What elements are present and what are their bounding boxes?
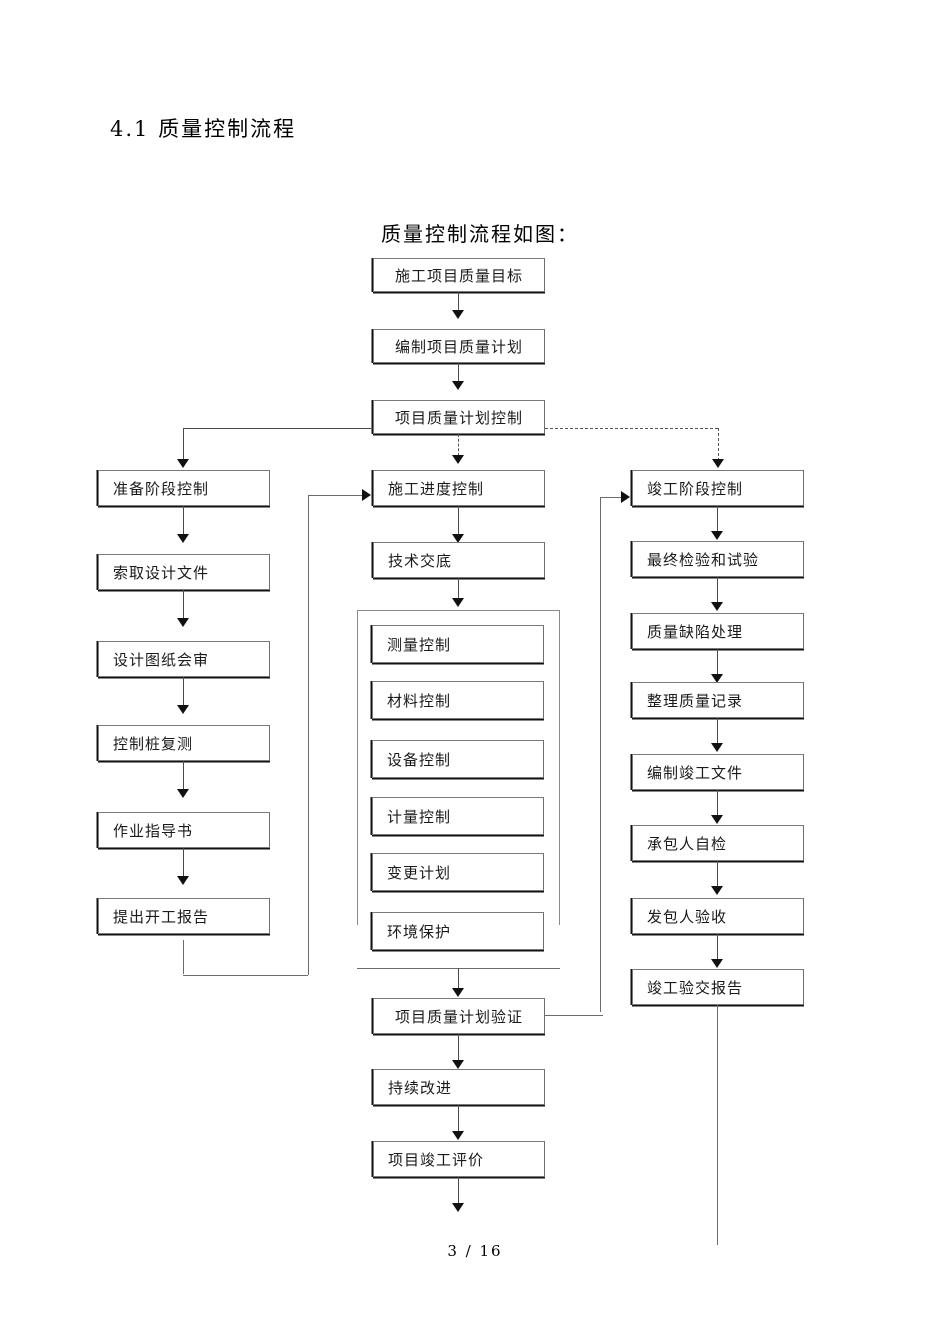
arrow-branch-right xyxy=(712,459,724,468)
connector-right-3 xyxy=(717,649,718,676)
arrow-middle-tail-2 xyxy=(452,1131,464,1140)
connector-right-feedback-h xyxy=(600,497,622,498)
arrow-middle-tail-1 xyxy=(452,1060,464,1069)
flow-box-right-step-7[interactable]: 竣工验交报告 xyxy=(632,969,804,1005)
flow-box-right-step-6[interactable]: 发包人验收 xyxy=(632,898,804,934)
connector-group-out-v xyxy=(458,968,459,990)
page-number: 3 / 16 xyxy=(447,1242,503,1260)
connector-right-1 xyxy=(717,506,718,533)
connector-goal-plan xyxy=(458,292,459,311)
connector-middle-tail-3 xyxy=(458,1177,459,1205)
connector-plan-control xyxy=(458,363,459,382)
arrow-right-5 xyxy=(711,815,723,824)
connector-branch-right-v xyxy=(718,428,719,461)
connector-left-1 xyxy=(183,506,184,536)
connector-middle-1 xyxy=(458,506,459,536)
arrow-right-7 xyxy=(711,959,723,968)
arrow-left-2 xyxy=(177,618,189,627)
flow-box-right-step-5[interactable]: 承包人自检 xyxy=(632,825,804,861)
connector-verify-side-stub xyxy=(545,1015,603,1016)
connector-right-2 xyxy=(717,577,718,604)
arrow-middle-feedback xyxy=(362,489,371,501)
arrow-left-5 xyxy=(177,876,189,885)
connector-left-2 xyxy=(183,590,184,620)
flow-box-plan[interactable]: 编制项目质量计划 xyxy=(373,329,545,363)
arrow-left-3 xyxy=(177,705,189,714)
section-heading: 4.1 质量控制流程 xyxy=(110,117,297,141)
connector-left-4 xyxy=(183,761,184,791)
connector-middle-feedback-v xyxy=(308,495,309,975)
arrow-right-2 xyxy=(711,602,723,611)
flow-box-goal[interactable]: 施工项目质量目标 xyxy=(373,258,545,292)
flow-box-plan-control[interactable]: 项目质量计划控制 xyxy=(373,400,545,434)
flow-box-left-header[interactable]: 准备阶段控制 xyxy=(98,470,270,506)
flow-box-group-item-1[interactable]: 测量控制 xyxy=(372,625,544,663)
flow-box-middle-tail-3[interactable]: 项目竣工评价 xyxy=(373,1141,545,1177)
arrow-right-1 xyxy=(711,531,723,540)
arrow-middle-tail-3 xyxy=(452,1203,464,1212)
flow-box-left-step-4[interactable]: 作业指导书 xyxy=(98,812,270,848)
flow-box-right-step-3[interactable]: 整理质量记录 xyxy=(632,682,804,718)
arrow-right-6 xyxy=(711,886,723,895)
flow-box-left-step-5[interactable]: 提出开工报告 xyxy=(98,898,270,934)
flow-box-group-item-3[interactable]: 设备控制 xyxy=(372,740,544,778)
flow-box-right-step-4[interactable]: 编制竣工文件 xyxy=(632,754,804,790)
arrow-left-1 xyxy=(177,534,189,543)
flow-box-group-item-2[interactable]: 材料控制 xyxy=(372,681,544,719)
flow-box-right-step-2[interactable]: 质量缺陷处理 xyxy=(632,613,804,649)
figure-caption: 质量控制流程如图： xyxy=(381,222,579,246)
arrow-right-4 xyxy=(711,743,723,752)
connector-branch-right-h xyxy=(545,428,718,429)
flow-box-right-header[interactable]: 竣工阶段控制 xyxy=(632,470,804,506)
arrow-plan-control xyxy=(452,381,464,390)
connector-right-6 xyxy=(717,861,718,888)
connector-left-3 xyxy=(183,677,184,707)
flow-box-group-item-4[interactable]: 计量控制 xyxy=(372,797,544,835)
flow-box-group-item-6[interactable]: 环境保护 xyxy=(372,912,544,950)
connector-right-tail-descender xyxy=(717,1005,718,1245)
arrow-right-3 xyxy=(711,674,723,683)
flow-box-middle-tail-2[interactable]: 持续改进 xyxy=(373,1069,545,1105)
arrow-branch-left xyxy=(177,459,189,468)
connector-middle-feedback-h xyxy=(308,495,364,496)
connector-right-4 xyxy=(717,718,718,745)
arrow-group-out xyxy=(452,988,464,997)
arrow-middle-2 xyxy=(452,598,464,607)
connector-branch-middle-v xyxy=(458,434,459,456)
connector-left-feedback-h xyxy=(183,975,308,976)
flow-box-right-step-1[interactable]: 最终检验和试验 xyxy=(632,541,804,577)
arrow-middle-1 xyxy=(452,534,464,543)
connector-middle-tail-1 xyxy=(458,1034,459,1062)
arrow-goal-plan xyxy=(452,310,464,319)
arrow-left-4 xyxy=(177,789,189,798)
flow-box-left-step-3[interactable]: 控制桩复测 xyxy=(98,725,270,761)
flow-box-group-item-5[interactable]: 变更计划 xyxy=(372,853,544,891)
connector-middle-2 xyxy=(458,578,459,600)
connector-right-7 xyxy=(717,934,718,961)
connector-branch-left-h xyxy=(183,428,373,429)
flow-box-middle-step-1[interactable]: 技术交底 xyxy=(373,542,545,578)
arrow-branch-middle xyxy=(452,455,464,464)
connector-right-5 xyxy=(717,790,718,817)
connector-middle-tail-2 xyxy=(458,1105,459,1133)
group-frame-construction-controls xyxy=(357,610,560,925)
flow-box-middle-header[interactable]: 施工进度控制 xyxy=(373,470,545,506)
connector-right-feedback-v xyxy=(600,497,601,1012)
connector-branch-left-v xyxy=(183,428,184,461)
flow-box-left-step-1[interactable]: 索取设计文件 xyxy=(98,554,270,590)
connector-left-feedback-v xyxy=(183,940,184,974)
flow-box-left-step-2[interactable]: 设计图纸会审 xyxy=(98,641,270,677)
arrow-right-feedback xyxy=(621,491,630,503)
flow-box-middle-tail-1[interactable]: 项目质量计划验证 xyxy=(373,998,545,1034)
connector-left-5 xyxy=(183,848,184,878)
